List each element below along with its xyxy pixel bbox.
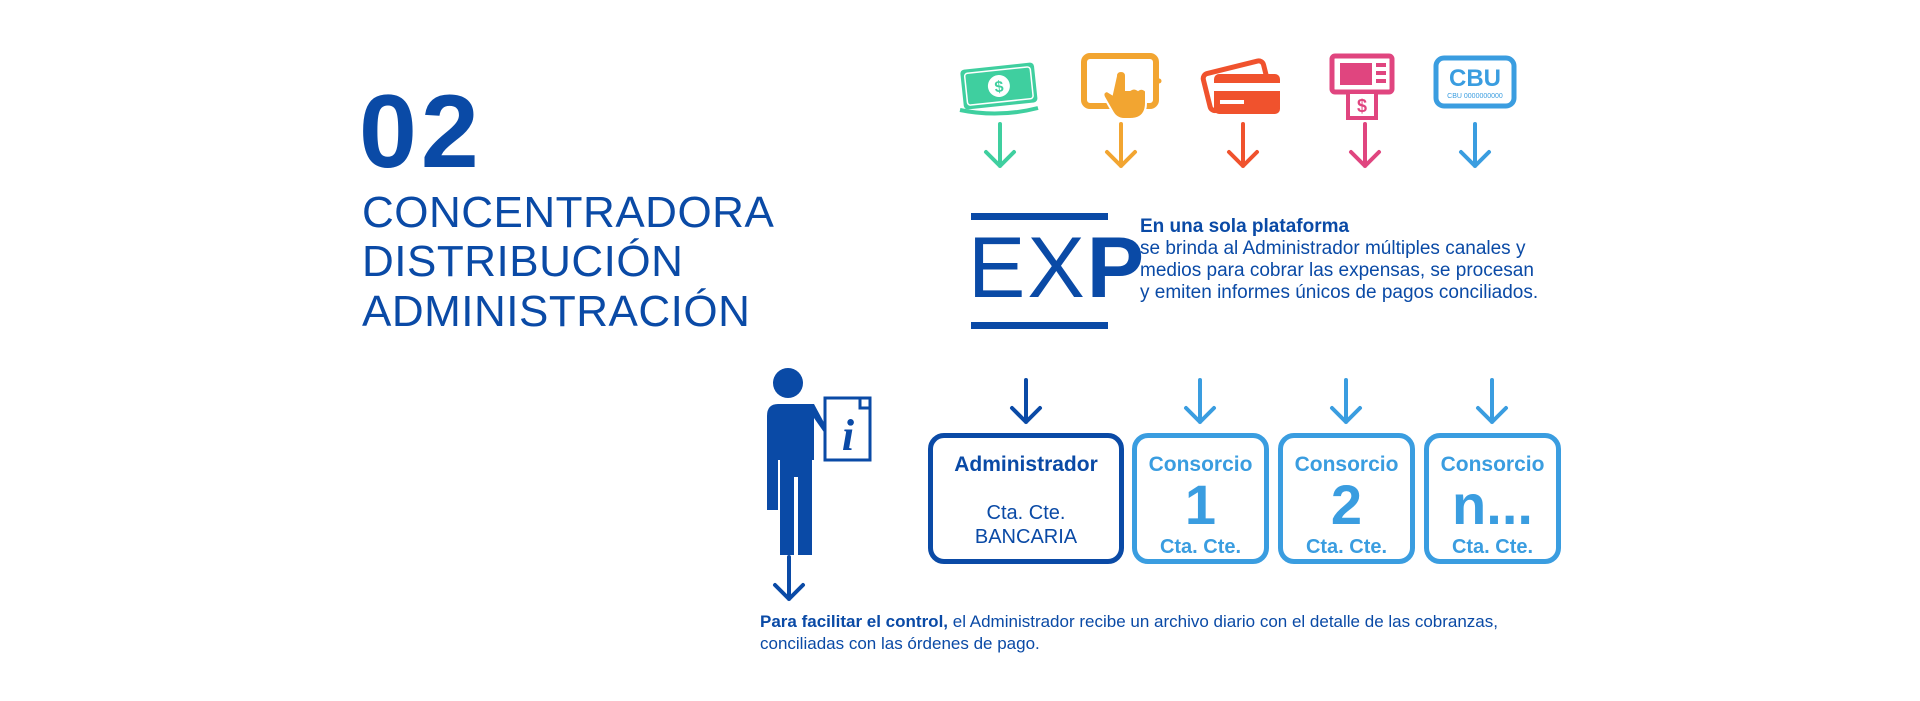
tablet-touch-icon	[1078, 52, 1164, 122]
consorcio-number: n...	[1452, 473, 1533, 536]
administrador-title: Administrador	[954, 453, 1098, 476]
arrow-down-icon	[1180, 378, 1220, 428]
administrador-account-line-2: BANCARIA	[974, 526, 1078, 548]
arrow-down-icon	[980, 122, 1020, 172]
person-info-icon: i	[748, 366, 878, 556]
arrow-down-icon	[1472, 378, 1512, 428]
footnote-rest: el Administrador recibe un archivo diari…	[948, 612, 1498, 631]
cash-icon: $	[956, 52, 1042, 122]
svg-text:i: i	[842, 411, 855, 460]
arrow-down-icon	[1101, 122, 1141, 172]
consorcio-account: Cta. Cte.	[1159, 536, 1242, 558]
arrow-down-icon	[1223, 122, 1263, 172]
consorcio-account: Cta. Cte.	[1305, 536, 1388, 558]
administrador-account-line-1: Cta. Cte.	[986, 502, 1066, 524]
consorcio-number: 1	[1184, 473, 1217, 536]
svg-text:$: $	[994, 79, 1005, 97]
headline-line-3: ADMINISTRACIÓN	[362, 287, 751, 336]
arrow-down-icon	[1006, 378, 1046, 428]
administrador-box: Administrador Cta. Cte. BANCARIA	[928, 433, 1124, 564]
cbu-label: CBU	[1449, 65, 1501, 92]
consorcio-account: Cta. Cte.	[1451, 536, 1534, 558]
arrow-down-icon	[1326, 378, 1366, 428]
consorcio-2-box: Consorcio 2 Cta. Cte.	[1278, 433, 1415, 564]
cbu-sublabel: CBU 0000000000	[1447, 93, 1503, 100]
exp-logo: EXP	[968, 220, 1147, 316]
arrow-down-icon	[1345, 122, 1385, 172]
arrow-down-icon	[769, 555, 809, 605]
atm-icon: $	[1322, 52, 1408, 122]
consorcio-title: Consorcio	[1294, 453, 1399, 476]
exp-rule-bottom	[971, 322, 1108, 329]
exp-description-body: se brinda al Administrador múltiples can…	[1140, 238, 1539, 303]
footnote-lead: Para facilitar el control,	[760, 612, 949, 631]
consorcio-title: Consorcio	[1148, 453, 1253, 476]
arrow-down-icon	[1455, 122, 1495, 172]
footnote: Para facilitar el control, el Administra…	[760, 611, 1560, 655]
consorcio-n-box: Consorcio n... Cta. Cte.	[1424, 433, 1561, 564]
headline-line-2: DISTRIBUCIÓN	[362, 237, 684, 286]
headline-line-1: CONCENTRADORA	[362, 188, 775, 237]
footnote-line-2: conciliadas con las órdenes de pago.	[760, 634, 1040, 653]
consorcio-title: Consorcio	[1440, 453, 1545, 476]
footnote-line-1: Para facilitar el control, el Administra…	[760, 611, 1560, 633]
section-number: 02	[359, 74, 483, 190]
svg-text:$: $	[1357, 96, 1367, 116]
exp-description: En una sola plataforma se brinda al Admi…	[1140, 216, 1540, 304]
exp-description-lead: En una sola plataforma	[1140, 216, 1350, 237]
exp-rule-top	[971, 213, 1108, 220]
consorcio-1-box: Consorcio 1 Cta. Cte.	[1132, 433, 1269, 564]
credit-card-icon	[1200, 52, 1286, 122]
cbu-icon: CBU CBU 0000000000	[1432, 52, 1518, 122]
consorcio-number: 2	[1330, 473, 1363, 536]
administrador-account: Cta. Cte. BANCARIA	[933, 501, 1119, 549]
